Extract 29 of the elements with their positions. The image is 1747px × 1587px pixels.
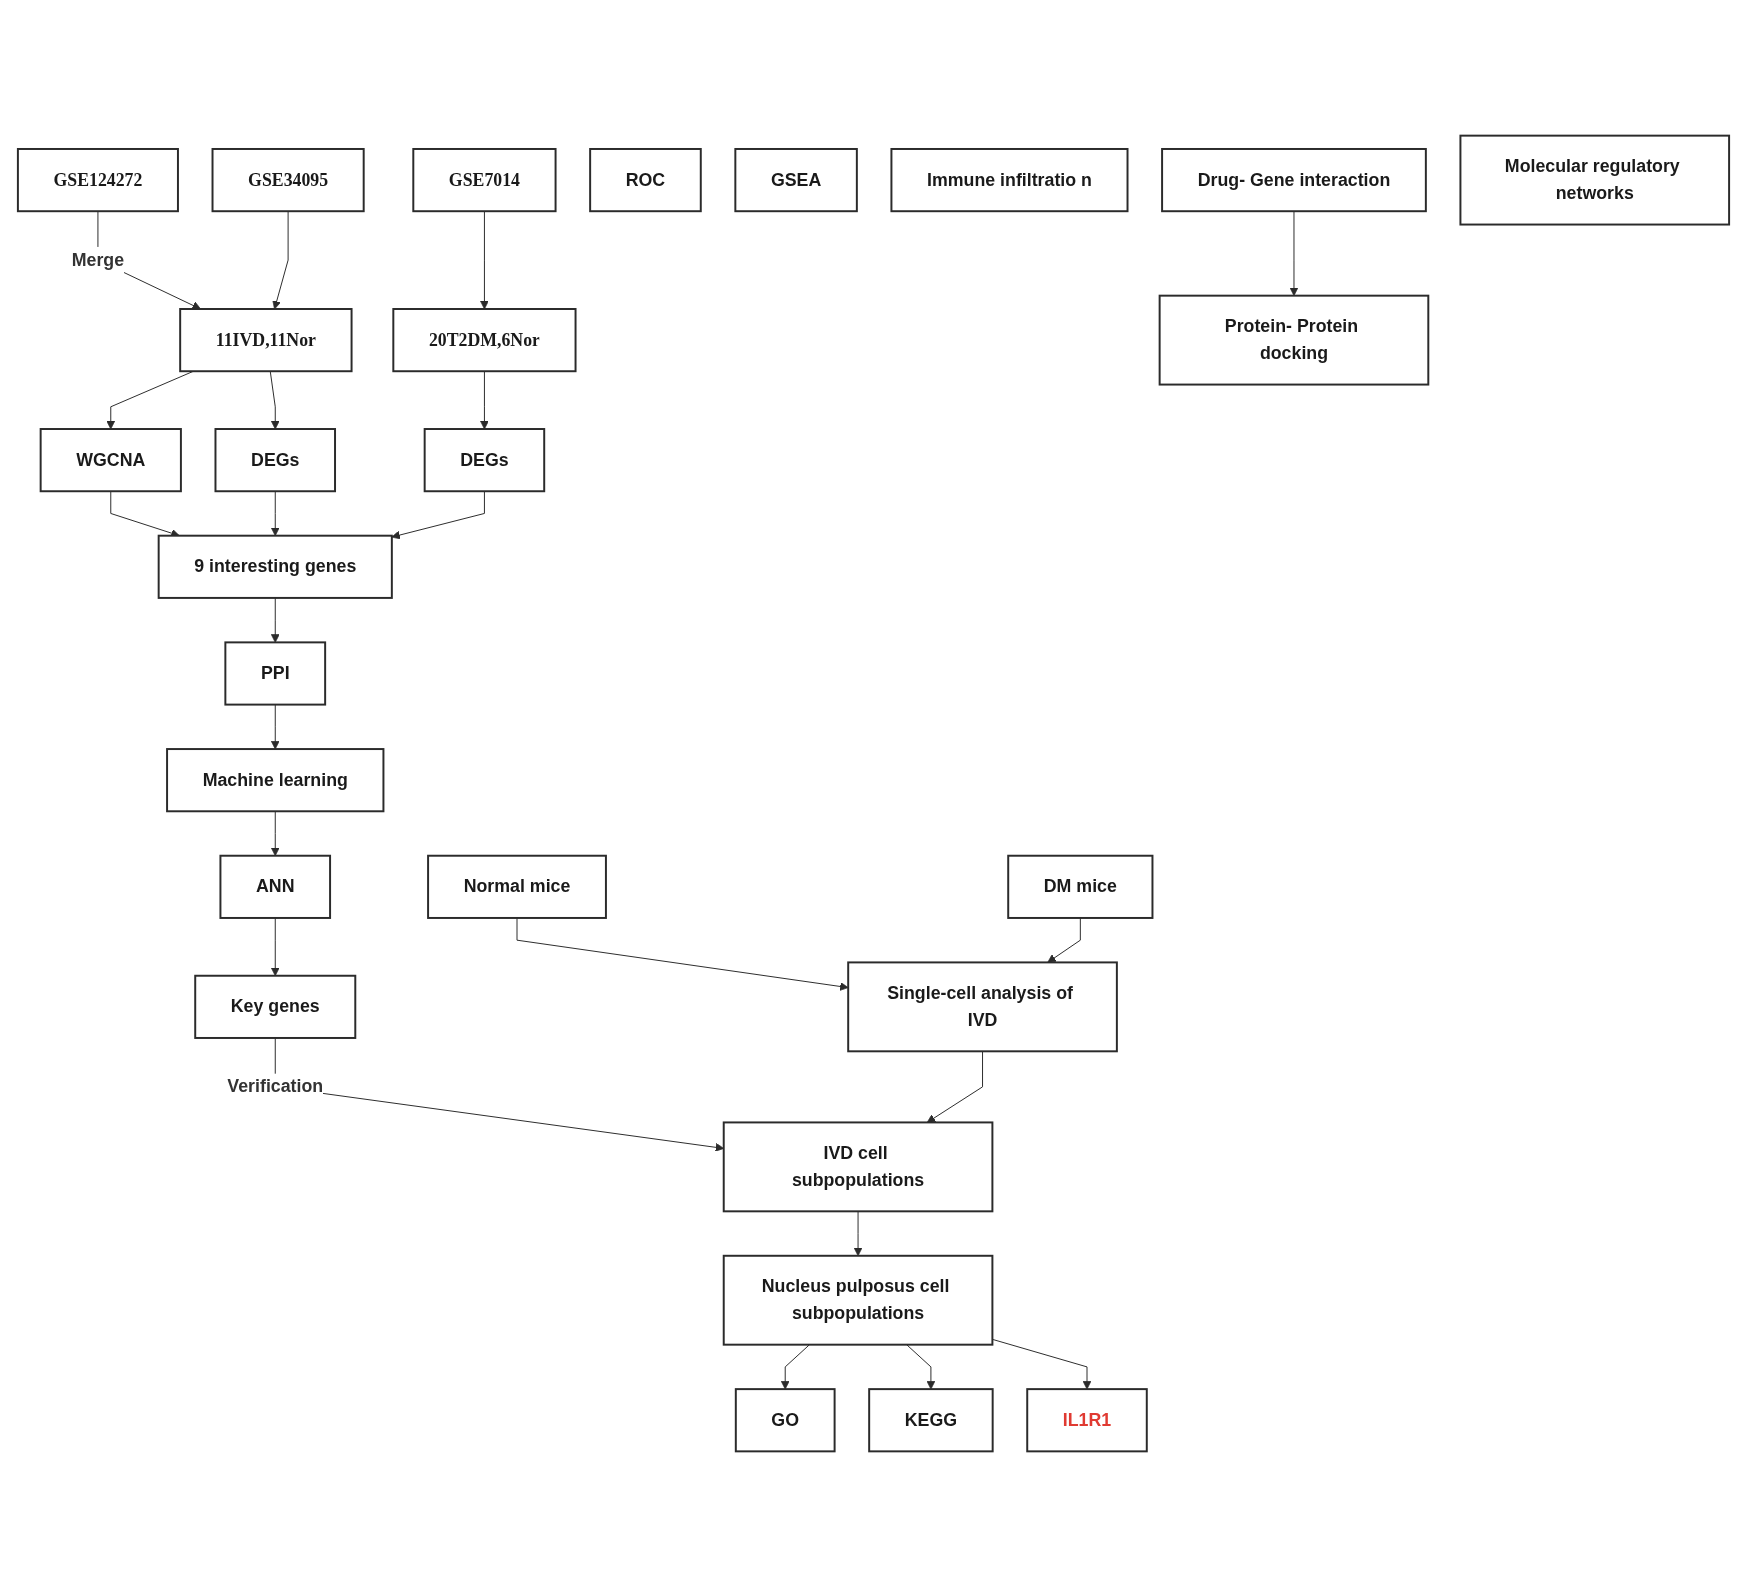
- node-box: Protein- Protein docking: [1158, 294, 1430, 386]
- node-box: GSEA: [734, 148, 858, 213]
- node-box: Single-cell analysis of IVD: [847, 961, 1118, 1053]
- node-box: IVD cell subpopulations: [722, 1121, 994, 1213]
- node-box: ROC: [589, 148, 702, 213]
- node-box: Machine learning: [166, 748, 385, 813]
- node-box: IL1R1: [1026, 1388, 1148, 1453]
- node-box: Nucleus pulposus cell subpopulations: [722, 1254, 994, 1346]
- node-box: 11IVD,11Nor: [179, 308, 353, 373]
- node-box: 9 interesting genes: [157, 534, 393, 599]
- node-box: GSE124272: [16, 148, 179, 213]
- node-box: DEGs: [214, 428, 336, 493]
- node-box: WGCNA: [39, 428, 182, 493]
- node-box: DM mice: [1007, 854, 1154, 919]
- node-box: GSE34095: [211, 148, 365, 213]
- edge-label: Verification: [227, 1076, 324, 1097]
- node-box: Normal mice: [427, 854, 607, 919]
- node-box: Drug- Gene interaction: [1161, 148, 1427, 213]
- node-box: Molecular regulatory networks: [1459, 134, 1731, 226]
- node-box: DEGs: [423, 428, 546, 493]
- node-box: ANN: [219, 854, 332, 919]
- node-box: GO: [734, 1388, 836, 1453]
- node-box: Immune infiltratio n: [890, 148, 1129, 213]
- node-box: Key genes: [194, 974, 357, 1039]
- node-box: 20T2DM,6Nor: [392, 308, 577, 373]
- node-box: KEGG: [868, 1388, 994, 1453]
- edge-label: Merge: [71, 249, 125, 270]
- node-box: GSE7014: [412, 148, 557, 213]
- node-box: PPI: [224, 641, 327, 706]
